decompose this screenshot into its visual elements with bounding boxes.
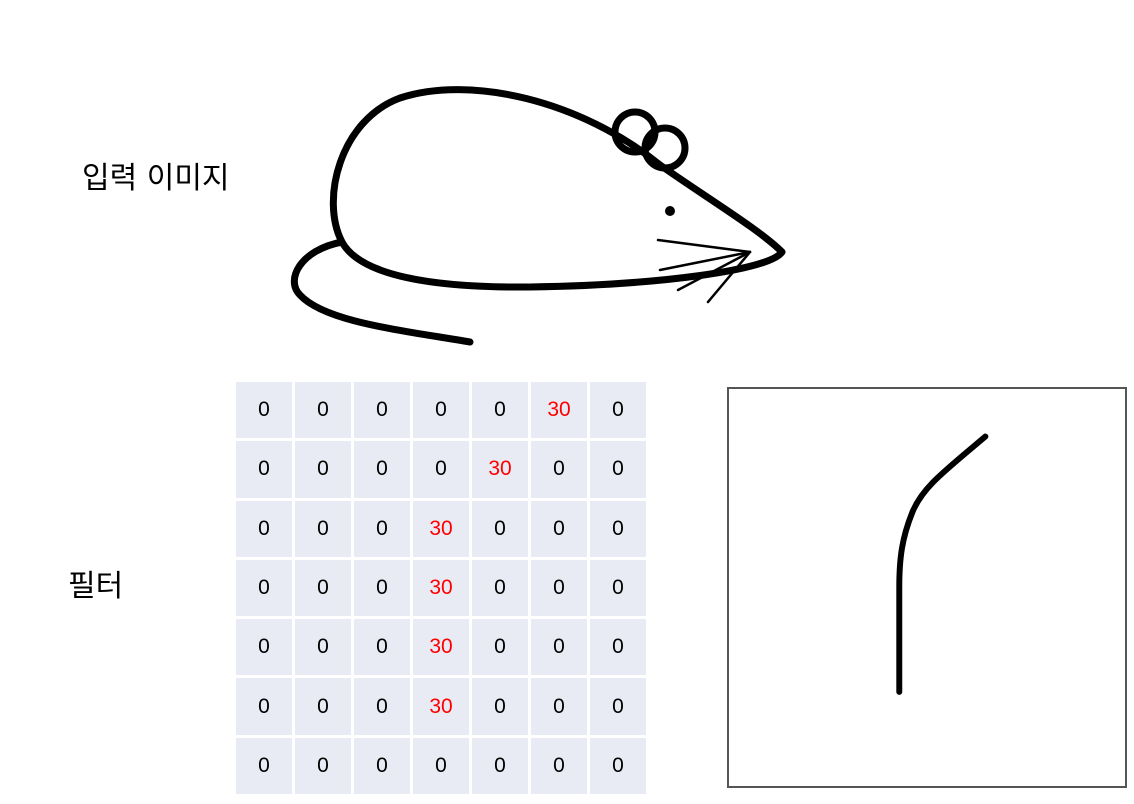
filter-cell: 0 (236, 737, 292, 794)
filter-cell: 30 (472, 441, 528, 498)
filter-cell: 0 (236, 559, 292, 617)
filter-cell: 0 (590, 559, 646, 617)
filter-cell: 30 (531, 382, 587, 439)
mouse-eye (665, 206, 675, 216)
filter-cell: 0 (413, 737, 469, 794)
input-image-label: 입력 이미지 (82, 161, 230, 196)
filter-cell: 0 (354, 619, 410, 676)
mouse-body-outline (329, 86, 786, 291)
filter-cell: 30 (413, 559, 469, 617)
filter-cell: 0 (295, 619, 351, 676)
filter-cell: 0 (413, 441, 469, 498)
filter-cell: 0 (531, 737, 587, 794)
filter-cell: 0 (354, 737, 410, 794)
filter-cell: 0 (472, 737, 528, 794)
mouse-whisker (658, 250, 752, 272)
filter-cell: 0 (295, 382, 351, 439)
filter-cell: 30 (413, 678, 469, 735)
filter-cell: 0 (531, 678, 587, 735)
filter-cell: 0 (531, 559, 587, 617)
filter-curve-stroke (896, 433, 989, 695)
filter-cell: 0 (472, 500, 528, 557)
mouse-tail (291, 238, 474, 346)
filter-cell: 30 (413, 500, 469, 557)
curve-line-illustration (896, 433, 989, 695)
filter-cell: 0 (531, 441, 587, 498)
filter-cell: 0 (472, 619, 528, 676)
filter-cell: 0 (590, 500, 646, 557)
mouse-whisker (706, 250, 752, 304)
filter-cell: 0 (590, 441, 646, 498)
filter-cell: 0 (236, 678, 292, 735)
filter-cell: 30 (413, 619, 469, 676)
filter-cell: 0 (354, 559, 410, 617)
filter-cell: 0 (590, 619, 646, 676)
filter-label: 필터 (68, 569, 124, 604)
filter-cell: 0 (236, 500, 292, 557)
filter-cell: 0 (295, 559, 351, 617)
filter-cell: 0 (236, 382, 292, 439)
filter-cell: 0 (354, 678, 410, 735)
filter-cell: 0 (413, 382, 469, 439)
mouse-whisker (676, 250, 752, 292)
filter-cell: 0 (295, 441, 351, 498)
filter-cell: 0 (236, 619, 292, 676)
filter-cell: 0 (295, 737, 351, 794)
filter-cell: 0 (590, 678, 646, 735)
filter-cell: 0 (354, 382, 410, 439)
filter-cell: 0 (354, 500, 410, 557)
filter-pattern-panel (727, 387, 1127, 788)
filter-cell: 0 (590, 382, 646, 439)
filter-cell: 0 (295, 678, 351, 735)
filter-cell: 0 (472, 678, 528, 735)
filter-cell: 0 (531, 619, 587, 676)
filter-cell: 0 (472, 559, 528, 617)
filter-cell: 0 (295, 500, 351, 557)
filter-cell: 0 (531, 500, 587, 557)
mouse-whisker (656, 238, 752, 254)
mouse-illustration (291, 86, 786, 346)
filter-cell: 0 (472, 382, 528, 439)
filter-cell: 0 (354, 441, 410, 498)
filter-cell: 0 (590, 737, 646, 794)
filter-cell: 0 (236, 441, 292, 498)
mouse-ear-front (641, 124, 689, 172)
